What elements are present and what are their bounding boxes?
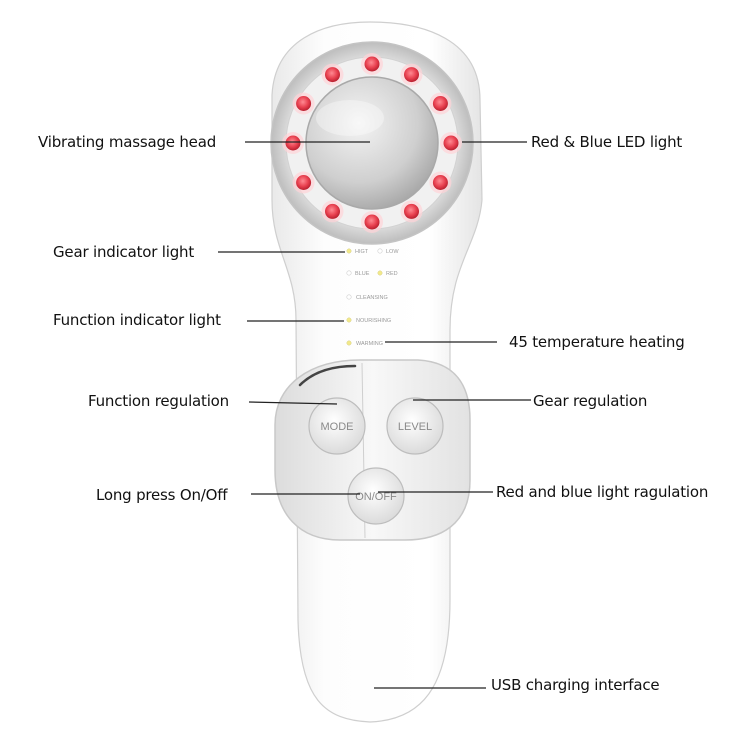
- led-dot: [404, 203, 419, 219]
- label-led-light: Red & Blue LED light: [531, 133, 683, 151]
- led-dot: [285, 135, 301, 151]
- line-function-regulation: [248, 401, 338, 405]
- callout-lines: [218, 141, 531, 689]
- led-dot: [296, 96, 312, 111]
- level-button-label: LEVEL: [398, 421, 432, 433]
- onoff-button-label: ON/OFF: [355, 491, 397, 503]
- indicator-cleansing-label: CLEANSING: [356, 295, 388, 301]
- indicator-nourishing: [346, 317, 352, 323]
- indicator-cleansing: [346, 294, 352, 300]
- label-long-press: Long press On/Off: [96, 486, 228, 504]
- led-dot: [404, 67, 419, 83]
- led-dot: [364, 56, 380, 72]
- led-dot: [432, 175, 448, 190]
- label-temperature: 45 temperature heating: [509, 333, 685, 351]
- led-dot: [325, 203, 340, 219]
- led-dot: [364, 214, 380, 230]
- massage-head-icon: [305, 76, 439, 210]
- indicator-low-label: LOW: [386, 249, 399, 255]
- led-dot: [325, 67, 340, 83]
- led-dots: [282, 53, 462, 233]
- mode-button-label: MODE: [321, 421, 354, 433]
- indicator-blue-label: BLUE: [355, 271, 370, 277]
- label-light-regulation: Red and blue light ragulation: [496, 483, 709, 501]
- indicator-lights: HIGT LOW BLUE RED CLEANSING NOURISHING W…: [346, 248, 399, 347]
- label-massage-head: Vibrating massage head: [38, 133, 217, 151]
- led-dot: [296, 175, 312, 190]
- level-button: LEVEL: [386, 397, 444, 455]
- onoff-button: ON/OFF: [347, 467, 405, 525]
- indicator-high-label: HIGT: [355, 249, 369, 255]
- indicator-warming: [346, 340, 352, 346]
- label-function-indicator: Function indicator light: [53, 311, 221, 329]
- label-gear-regulation: Gear regulation: [533, 392, 648, 410]
- led-dot: [443, 135, 459, 151]
- indicator-red: [377, 270, 383, 276]
- indicator-red-label: RED: [386, 271, 398, 277]
- indicator-high: [346, 248, 352, 254]
- indicator-nourishing-label: NOURISHING: [356, 318, 391, 324]
- led-dot: [432, 96, 448, 111]
- mode-button: MODE: [308, 397, 366, 455]
- label-gear-indicator: Gear indicator light: [53, 243, 195, 261]
- indicator-low: [377, 248, 383, 254]
- indicator-blue: [346, 270, 352, 276]
- label-function-regulation: Function regulation: [88, 392, 229, 410]
- indicator-warming-label: WARMING: [356, 341, 383, 347]
- label-usb: USB charging interface: [491, 676, 660, 694]
